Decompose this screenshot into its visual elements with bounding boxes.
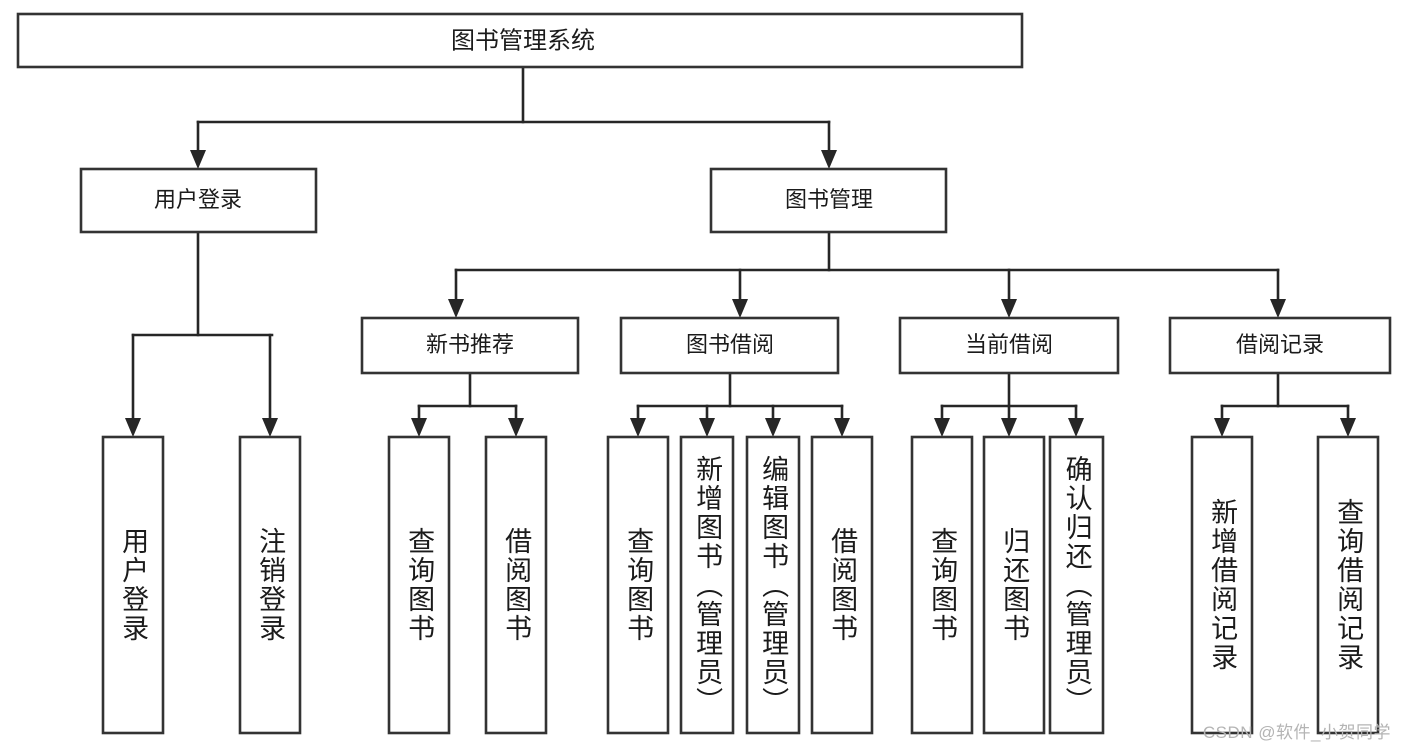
arrow-leaf-logout [262,418,278,437]
node-leaf-borrow-book-1-label: 借阅图书 [501,527,532,643]
node-book-manage[interactable]: 图书管理 [709,167,948,234]
arrow-to-user-login [190,150,206,169]
node-leaf-query-book-2-box[interactable] [606,435,670,735]
arrow-leaf-user-login [125,418,141,437]
node-leaf-borrow-book-2-label: 借阅图书 [827,527,858,643]
node-leaf-add-book-box[interactable] [679,435,735,735]
node-book-manage-box[interactable] [709,167,948,234]
node-user-login-box[interactable] [79,167,318,234]
node-user-login-label: 用户登录 [154,187,242,212]
arrow-to-borrow-record [1270,299,1286,318]
arrow-leaf-query-book-1 [411,418,427,437]
node-leaf-user-login-label: 用户登录 [118,527,149,643]
node-new-book-recommend-box[interactable] [360,316,580,375]
node-current-borrow[interactable]: 当前借阅 [898,316,1120,375]
node-leaf-confirm-return-label: 确认归还（管理员） [1061,454,1092,716]
arrow-leaf-add-record [1214,418,1230,437]
csdn-watermark: CSDN @软件_小贺同学 [1202,723,1391,742]
node-borrow-record-box[interactable] [1168,316,1392,375]
node-leaf-query-book-3-box[interactable] [910,435,974,735]
node-leaf-add-record-label: 新增借阅记录 [1207,498,1238,672]
node-leaf-add-record-box[interactable] [1190,435,1254,735]
arrow-to-new-book-recommend [448,299,464,318]
node-leaf-add-book-label: 新增图书（管理员） [692,454,723,716]
node-leaf-query-record-box[interactable] [1316,435,1380,735]
arrow-leaf-confirm-return [1068,418,1084,437]
node-leaf-confirm-return-box[interactable] [1048,435,1105,735]
arrow-to-book-manage [821,150,837,169]
node-book-borrow-box[interactable] [619,316,840,375]
arrow-leaf-add-book [699,418,715,437]
node-layer: 图书管理系统 用户登录 图书管理 新书推荐 图书借阅 当前 [16,12,1392,735]
node-new-book-recommend-label: 新书推荐 [426,332,514,357]
arrow-to-book-borrow [732,299,748,318]
node-leaf-edit-book-box[interactable] [745,435,801,735]
node-book-borrow-label: 图书借阅 [686,332,774,357]
node-new-book-recommend[interactable]: 新书推荐 [360,316,580,375]
node-leaf-query-book-1-label: 查询图书 [404,527,435,643]
node-root-box[interactable] [16,12,1024,69]
node-leaf-edit-book-label: 编辑图书（管理员） [758,454,789,716]
node-leaf-logout-box[interactable] [238,435,302,735]
arrow-leaf-borrow-book-1 [508,418,524,437]
node-leaf-query-record-label: 查询借阅记录 [1333,498,1364,672]
node-book-manage-label: 图书管理 [785,187,873,212]
node-leaf-user-login-box[interactable] [101,435,165,735]
node-current-borrow-box[interactable] [898,316,1120,375]
arrow-leaf-return-book [1001,418,1017,437]
arrow-leaf-query-record [1340,418,1356,437]
node-borrow-record[interactable]: 借阅记录 [1168,316,1392,375]
node-book-borrow[interactable]: 图书借阅 [619,316,840,375]
node-leaf-return-book-label: 归还图书 [999,527,1030,643]
node-current-borrow-label: 当前借阅 [965,332,1053,357]
arrow-leaf-query-book-2 [630,418,646,437]
arrow-leaf-query-book-3 [934,418,950,437]
node-borrow-record-label: 借阅记录 [1236,332,1324,357]
node-leaf-query-book-2-label: 查询图书 [623,527,654,643]
node-leaf-query-book-1-box[interactable] [387,435,451,735]
arrow-leaf-borrow-book-2 [834,418,850,437]
node-leaf-query-book-3-label: 查询图书 [927,527,958,643]
node-root[interactable]: 图书管理系统 [16,12,1024,69]
arrow-leaf-edit-book [765,418,781,437]
node-user-login[interactable]: 用户登录 [79,167,318,234]
node-root-label: 图书管理系统 [451,27,595,54]
arrow-to-current-borrow [1001,299,1017,318]
node-leaf-logout-label: 注销登录 [255,527,286,643]
connector-layer [125,65,1356,437]
node-leaf-borrow-book-2-box[interactable] [810,435,874,735]
node-leaf-return-book-box[interactable] [982,435,1046,735]
node-leaf-borrow-book-1-box[interactable] [484,435,548,735]
